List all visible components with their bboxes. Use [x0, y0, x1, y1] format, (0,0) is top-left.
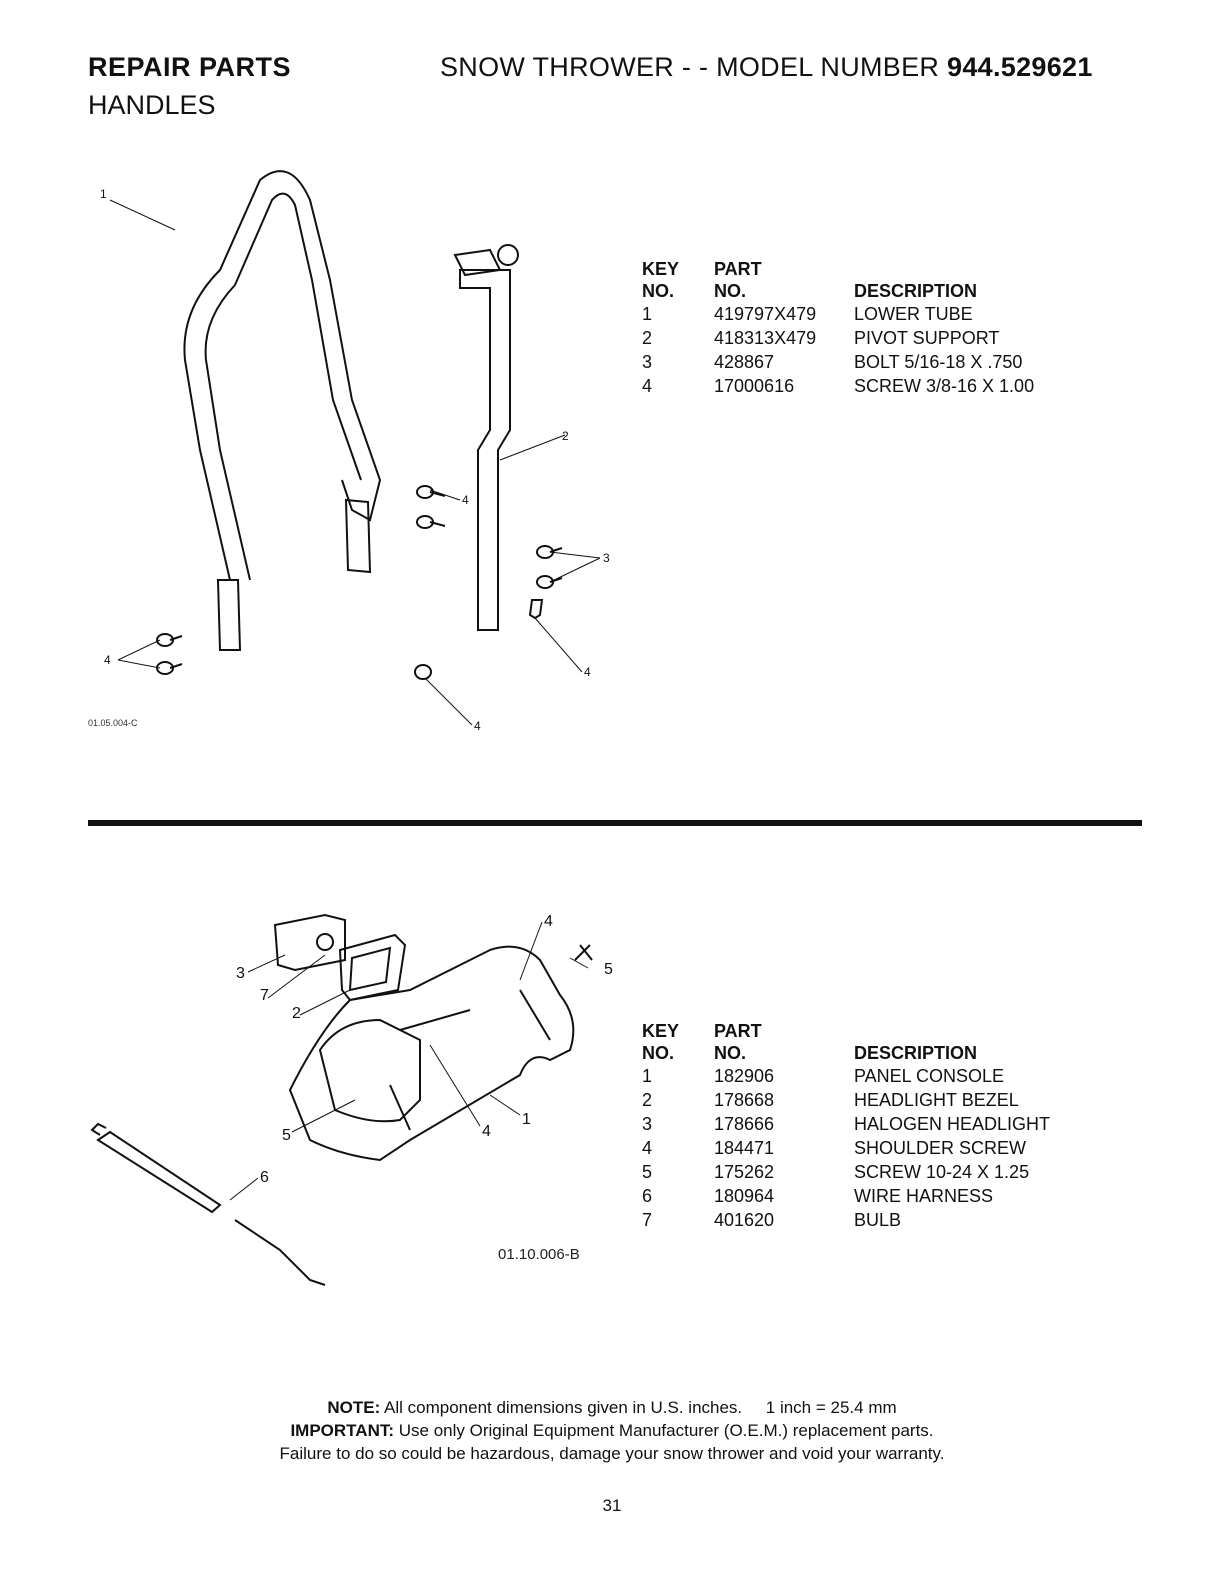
note-line: NOTE: All component dimensions given in …	[0, 1396, 1224, 1419]
callout-1-console: 1	[522, 1111, 531, 1128]
section-title: REPAIR PARTS	[88, 52, 292, 82]
lower-tube-outline-outer	[183, 170, 382, 581]
callout-5b-console: 5	[282, 1127, 291, 1144]
callout-7-console: 7	[260, 987, 269, 1004]
lower-tube-outline-inner	[204, 192, 362, 581]
note-label: NOTE:	[327, 1398, 381, 1417]
page-number: 31	[602, 1496, 622, 1515]
model-number: 944.529621	[947, 52, 1093, 82]
halogen-headlight	[273, 913, 346, 972]
header-description: DESCRIPTION	[854, 1043, 978, 1063]
product-prefix: SNOW THROWER - - MODEL NUMBER	[440, 52, 940, 82]
left-foot-plate	[216, 579, 242, 651]
panel-console	[288, 945, 575, 1162]
callout-5a-console: 5	[604, 961, 613, 978]
callout-4a-console: 4	[544, 913, 553, 930]
section-divider	[88, 820, 1142, 826]
callout-2: 2	[562, 429, 569, 443]
header-description: DESCRIPTION	[854, 281, 978, 301]
callout-1: 1	[100, 187, 107, 201]
callout-4b: 4	[584, 665, 591, 679]
handles-drawing: 1 2 3 4 4 4 4	[100, 170, 610, 733]
callout-4a: 4	[462, 493, 469, 507]
callout-3-console: 3	[236, 965, 245, 982]
pivot-bracket	[453, 248, 502, 277]
console-drawing: 1 2 3 4 4 5 5 6 7	[90, 913, 613, 1286]
callout-2-console: 2	[292, 1005, 301, 1022]
screw-5	[574, 944, 593, 961]
wire-harness	[96, 1130, 222, 1214]
callout-4c: 4	[104, 653, 111, 667]
leader-lines	[109, 199, 601, 726]
subsection-title: HANDLES	[88, 90, 216, 120]
diagram1-code: 01.05.004-C	[88, 718, 138, 728]
callout-4b-console: 4	[482, 1123, 491, 1140]
important-label: IMPORTANT:	[290, 1421, 395, 1440]
console-diagram: 1 2 3 4 4 5 5 6 7	[80, 900, 640, 1300]
important-text: Use only Original Equipment Manufacturer…	[398, 1421, 934, 1440]
leader-lines-2	[229, 921, 589, 1201]
note-text: All component dimensions given in U.S. i…	[384, 1398, 897, 1417]
warning-line: Failure to do so could be hazardous, dam…	[279, 1444, 945, 1463]
callout-4d: 4	[474, 719, 481, 733]
footer-notes: NOTE: All component dimensions given in …	[0, 1396, 1224, 1465]
model-heading: SNOW THROWER - - MODEL NUMBER 944.529621	[440, 52, 1093, 83]
callout-3: 3	[603, 551, 610, 565]
important-line: IMPORTANT: Use only Original Equipment M…	[0, 1419, 1224, 1442]
handles-diagram: 1 2 3 4 4 4 4	[80, 160, 640, 760]
diagram2-code: 01.10.006-B	[498, 1246, 580, 1263]
right-foot-plate	[344, 498, 372, 574]
pivot-support-outline	[459, 269, 511, 631]
bolts	[156, 485, 563, 680]
callout-6-console: 6	[260, 1169, 269, 1186]
pivot-knob	[497, 244, 519, 266]
headlight-bezel	[338, 933, 407, 1002]
